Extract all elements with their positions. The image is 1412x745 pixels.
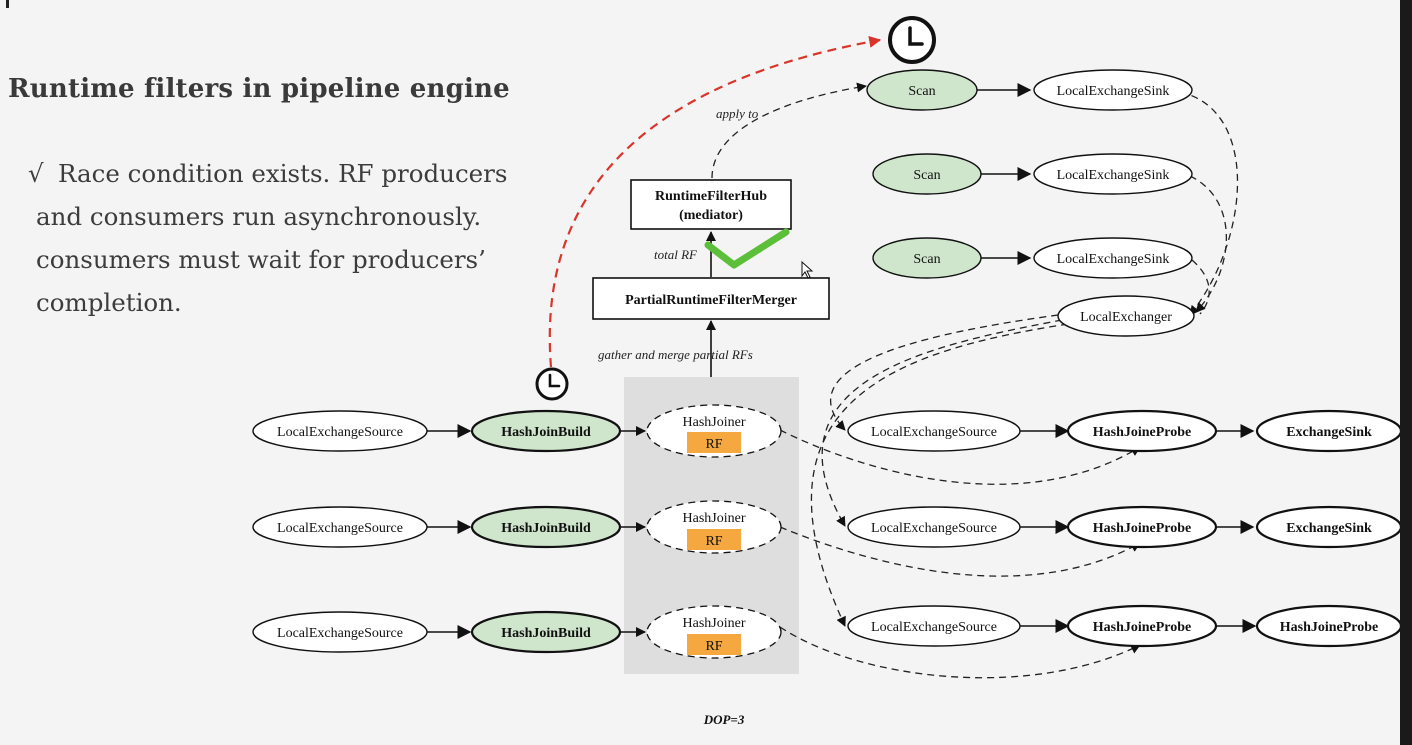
svg-text:ExchangeSink: ExchangeSink [1286, 425, 1372, 440]
hash-join-probe-end-node: HashJoineProbe [1255, 604, 1400, 648]
svg-text:HashJoinBuild: HashJoinBuild [501, 521, 591, 536]
svg-text:HashJoineProbe: HashJoineProbe [1093, 425, 1192, 440]
partial-rf-merger-box: PartialRuntimeFilterMerger [592, 277, 830, 320]
edge-exchanger-probe1 [829, 314, 1059, 431]
local-exchange-sink-node: LocalExchangeSink [1033, 237, 1193, 279]
svg-text:LocalExchangeSink: LocalExchangeSink [1057, 84, 1170, 99]
edge-exchanger-probe3 [810, 323, 1069, 627]
svg-text:RF: RF [705, 534, 722, 549]
runtime-filter-hub-box: RuntimeFilterHub (mediator) [630, 179, 792, 230]
local-exchange-source-node: LocalExchangeSource [252, 611, 428, 653]
checkmark-icon [704, 228, 790, 269]
hash-join-probe-node: HashJoineProbe [1066, 505, 1218, 549]
svg-text:HashJoiner: HashJoiner [683, 415, 746, 430]
scan-node: Scan [872, 153, 982, 195]
edge-sink2-exchanger [1189, 175, 1228, 313]
edge-joiner2-probe2 [779, 526, 1141, 577]
clock-icon [535, 367, 569, 401]
edge-exchanger-probe2 [821, 319, 1063, 527]
bullet-text: Race condition exists. RF producers and … [36, 159, 508, 317]
svg-text:HashJoineProbe: HashJoineProbe [1093, 620, 1192, 635]
scan-node: Scan [866, 69, 978, 111]
hash-join-probe-node: HashJoineProbe [1066, 604, 1218, 648]
svg-text:LocalExchangeSource: LocalExchangeSource [277, 425, 403, 440]
svg-text:PartialRuntimeFilterMerger: PartialRuntimeFilterMerger [625, 293, 797, 308]
hash-joiner-node: HashJoiner [646, 500, 782, 554]
svg-text:(mediator): (mediator) [679, 208, 743, 223]
rf-badge: RF [687, 529, 741, 550]
window-edge [1400, 0, 1412, 745]
edge-joiner1-probe1 [779, 429, 1141, 485]
probe-local-exchange-source-node: LocalExchangeSource [847, 410, 1021, 452]
hash-join-build-node: HashJoinBuild [470, 610, 622, 654]
svg-text:RF: RF [705, 639, 722, 654]
rf-badge: RF [687, 634, 741, 655]
rf-badge: RF [687, 432, 741, 453]
svg-text:ExchangeSink: ExchangeSink [1286, 521, 1372, 536]
svg-text:LocalExchangeSource: LocalExchangeSource [277, 521, 403, 536]
svg-text:HashJoiner: HashJoiner [683, 511, 746, 526]
svg-text:LocalExchangeSink: LocalExchangeSink [1057, 252, 1170, 267]
slide-title: Runtime filters in pipeline engine [8, 74, 510, 104]
label-apply-to: apply to [716, 106, 759, 121]
probe-local-exchange-source-node: LocalExchangeSource [847, 506, 1021, 548]
label-total-rf: total RF [654, 247, 698, 262]
local-exchange-source-node: LocalExchangeSource [252, 410, 428, 452]
check-bullet-icon: √ [28, 159, 44, 188]
edge-joiner3-probe3 [779, 626, 1141, 679]
slide-corner-mark [6, 0, 9, 8]
label-gather-merge: gather and merge partial RFs [598, 347, 753, 362]
local-exchanger-node: LocalExchanger [1057, 295, 1195, 337]
svg-text:Scan: Scan [908, 84, 935, 99]
svg-text:HashJoinBuild: HashJoinBuild [501, 626, 591, 641]
hash-joiner-node: HashJoiner [646, 605, 782, 659]
edge-sink1-exchanger [1179, 91, 1239, 316]
svg-text:LocalExchangeSource: LocalExchangeSource [871, 425, 997, 440]
svg-text:RuntimeFilterHub: RuntimeFilterHub [655, 189, 767, 204]
local-exchange-sink-node: LocalExchangeSink [1033, 153, 1193, 195]
bullet-point: √ Race condition exists. RF producers an… [28, 152, 528, 324]
svg-text:Scan: Scan [913, 168, 940, 183]
probe-local-exchange-source-node: LocalExchangeSource [847, 605, 1021, 647]
svg-text:HashJoineProbe: HashJoineProbe [1280, 620, 1379, 635]
hash-join-build-node: HashJoinBuild [470, 505, 622, 549]
exchange-sink-node: ExchangeSink [1255, 505, 1400, 549]
local-exchange-sink-node: LocalExchangeSink [1033, 69, 1193, 111]
hash-join-build-node: HashJoinBuild [470, 409, 622, 453]
svg-text:LocalExchanger: LocalExchanger [1080, 310, 1172, 325]
hash-joiner-node: HashJoiner [646, 404, 782, 458]
cursor-icon [801, 260, 814, 279]
dop-label: DOP=3 [703, 712, 745, 727]
svg-text:HashJoineProbe: HashJoineProbe [1093, 521, 1192, 536]
clock-icon [888, 16, 936, 64]
svg-text:LocalExchangeSource: LocalExchangeSource [277, 626, 403, 641]
svg-text:LocalExchangeSource: LocalExchangeSource [871, 620, 997, 635]
local-exchange-source-node: LocalExchangeSource [252, 506, 428, 548]
svg-text:LocalExchangeSink: LocalExchangeSink [1057, 168, 1170, 183]
exchange-sink-node: ExchangeSink [1255, 409, 1400, 453]
edge-apply-to [711, 82, 867, 179]
edge-wait-red [548, 35, 882, 368]
svg-text:RF: RF [705, 437, 722, 452]
svg-text:HashJoiner: HashJoiner [683, 616, 746, 631]
hash-join-probe-node: HashJoineProbe [1066, 409, 1218, 453]
svg-text:HashJoinBuild: HashJoinBuild [501, 425, 591, 440]
svg-text:Scan: Scan [913, 252, 940, 267]
scan-node: Scan [872, 237, 982, 279]
svg-text:LocalExchangeSource: LocalExchangeSource [871, 521, 997, 536]
